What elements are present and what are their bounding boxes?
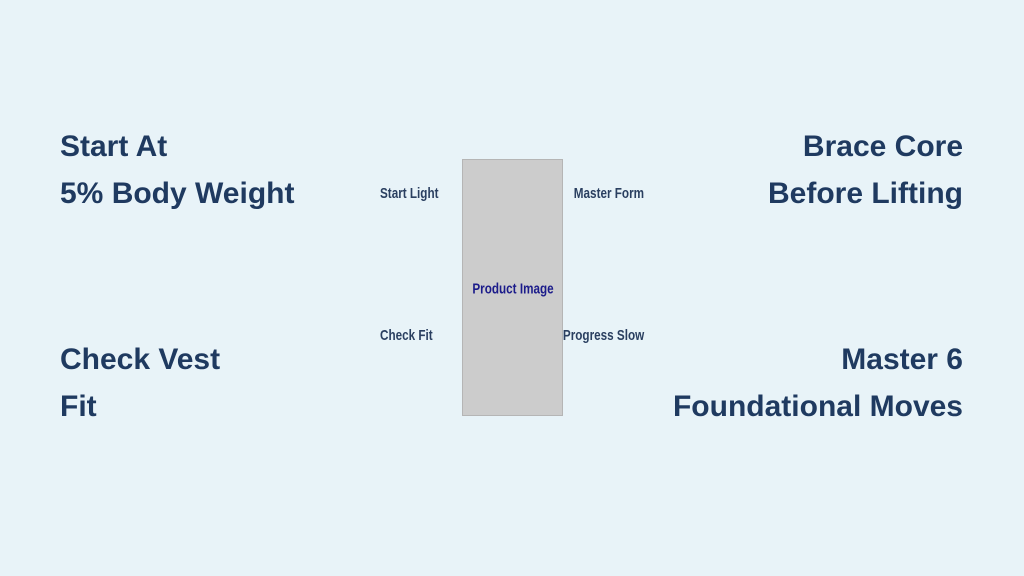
tip-master-moves: Master 6 Foundational Moves — [673, 336, 963, 430]
tip-line: Master 6 — [841, 343, 963, 376]
tip-line: Start At — [60, 130, 168, 163]
tip-check-vest-fit: Check Vest Fit — [60, 336, 220, 430]
tip-start-at-body-weight: Start At 5% Body Weight — [60, 123, 294, 217]
tip-line: Foundational Moves — [672, 390, 963, 423]
tip-line: Fit — [60, 390, 97, 423]
tip-line: Brace Core — [802, 130, 963, 163]
label-progress-slow: Progress Slow — [562, 327, 644, 344]
tip-brace-core: Brace Core Before Lifting — [768, 123, 963, 217]
product-image-placeholder: Product Image — [462, 159, 563, 416]
label-start-light: Start Light — [380, 185, 439, 202]
tip-line: Check Vest — [60, 343, 221, 376]
tip-line: 5% Body Weight — [60, 177, 295, 210]
product-image-label: Product Image — [471, 280, 554, 298]
tip-line: Before Lifting — [768, 177, 963, 210]
label-check-fit: Check Fit — [380, 327, 433, 344]
label-master-form: Master Form — [573, 185, 644, 202]
